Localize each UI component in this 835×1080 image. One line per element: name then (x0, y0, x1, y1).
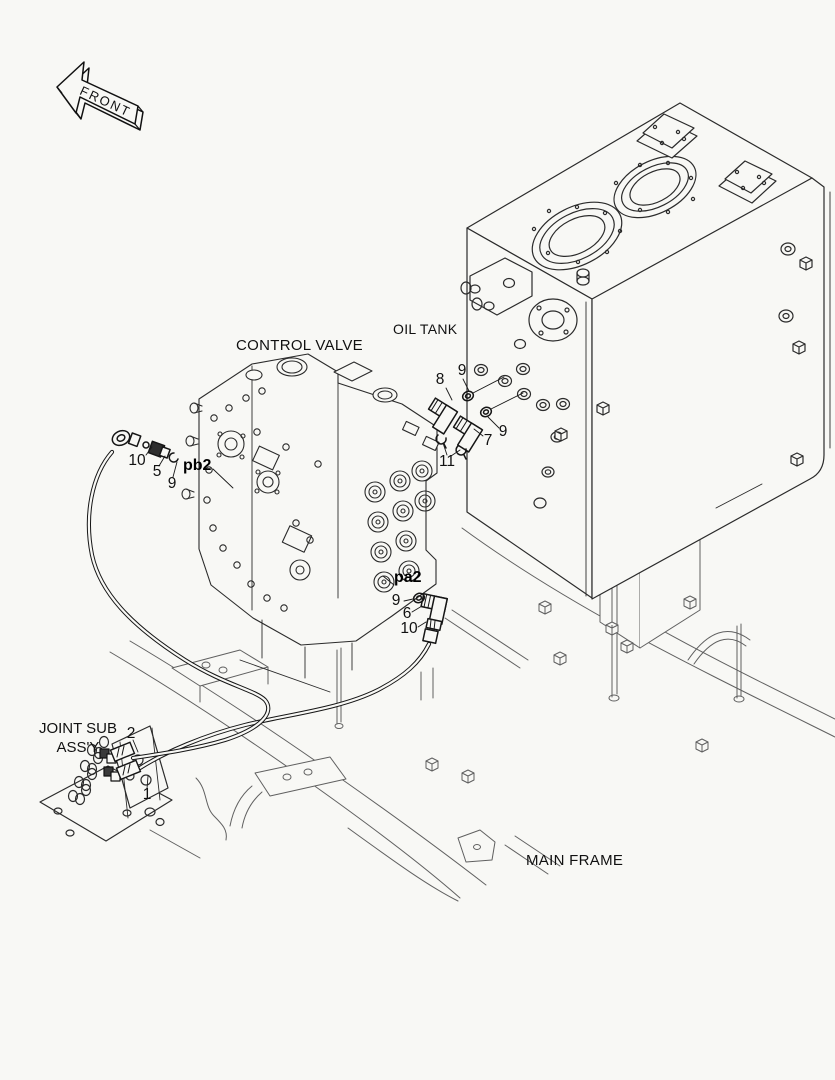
hose-drawings (86, 449, 432, 781)
oil-tank-label: OIL TANK (393, 321, 458, 337)
valve-hex-stubs (181, 402, 440, 500)
tank-filter-box (460, 257, 533, 316)
hose-item-2 (86, 449, 271, 761)
valve-spool-caps (364, 460, 436, 593)
tank-manhole-covers (531, 155, 697, 271)
fitting-pb2-stack (111, 429, 179, 463)
joint-sub-assy-label-line2: ASS'Y (56, 739, 100, 756)
callout-leader-lines (132, 378, 500, 790)
control-valve-label: CONTROL VALVE (236, 337, 363, 354)
hose-end-nuts (109, 741, 142, 781)
frame-nut-cubes (425, 595, 709, 784)
fitting-drawings (111, 376, 524, 645)
port-pb2-label: pb2 (183, 457, 212, 474)
control-valve-drawing (181, 353, 440, 693)
fitting-clips-11 (435, 434, 467, 460)
fitting-elbow-8 (427, 397, 459, 435)
front-arrow-drawing (56, 61, 144, 131)
hose-item-1 (137, 641, 432, 771)
tank-port-bosses (469, 277, 571, 509)
fitting-elbow-6 (420, 593, 448, 645)
oil-tank-drawing (460, 102, 831, 600)
main-frame-label: MAIN FRAME (526, 852, 624, 869)
tank-front-face-fasteners (554, 242, 813, 467)
joint-sub-assy-label-line1: JOINT SUB (38, 720, 118, 737)
tank-cover-plates (636, 113, 777, 204)
tank-suction-flange (528, 298, 578, 342)
port-pa2-label: pa2 (394, 569, 422, 586)
valve-bolt-holes (203, 387, 322, 612)
joint-sub-assy-label: JOINT SUB ASS'Y (33, 719, 123, 757)
